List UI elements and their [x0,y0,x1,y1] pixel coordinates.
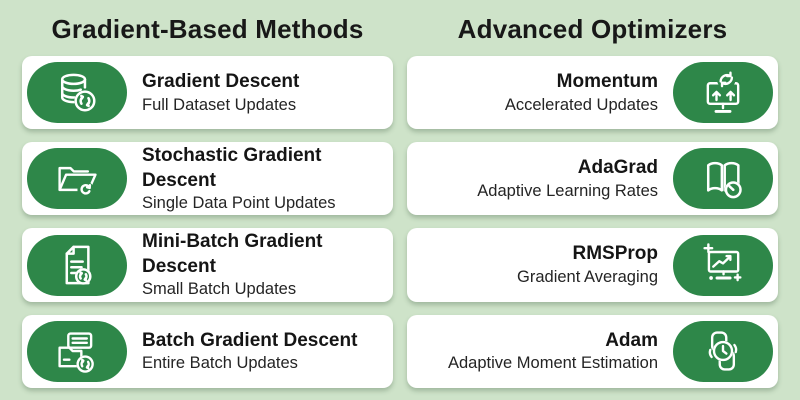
card-title: Gradient Descent [142,70,300,92]
card-title: Adam [605,329,658,351]
card-subtitle: Small Batch Updates [142,280,297,299]
card-subtitle: Accelerated Updates [504,95,658,114]
card-title: Stochastic Gradient Descent [142,144,322,191]
card-title: RMSProp [572,243,659,265]
card-list-right: Momentum Accelerated Updates [407,55,778,389]
card-stochastic-gradient-descent: Stochastic Gradient Descent Single Data … [22,142,393,216]
card-text: RMSProp Gradient Averaging [412,242,658,287]
card-subtitle: Adaptive Moment Estimation [447,354,658,373]
column-title-advanced-optimizers: Advanced Optimizers [457,14,728,44]
monitor-up-arrows-sync-icon [673,62,773,124]
book-gauge-icon [673,148,773,210]
card-title: Momentum [556,70,658,92]
monitor-chart-sparkle-icon [673,234,773,296]
column-title-gradient-based-methods: Gradient-Based Methods [51,14,364,44]
card-subtitle: Entire Batch Updates [142,354,298,373]
card-gradient-descent: Gradient Descent Full Dataset Updates [22,55,393,130]
card-text: AdaGrad Adaptive Learning Rates [412,156,658,201]
card-title: Mini-Batch Gradient Descent [142,231,323,277]
card-text: Adam Adaptive Moment Estimation [412,329,658,374]
card-adagrad: AdaGrad Adaptive Learning Rates [407,142,778,216]
card-batch-gradient-descent: Batch Gradient Descent Entire Batch Upda… [22,314,393,389]
column-advanced-optimizers: Advanced Optimizers [407,6,778,389]
card-subtitle: Full Dataset Updates [142,95,297,114]
card-subtitle: Gradient Averaging [517,268,658,287]
folder-open-sync-icon [27,148,127,210]
column-gradient-based-methods: Gradient-Based Methods [22,6,393,389]
card-text: Gradient Descent Full Dataset Updates [142,70,388,115]
card-subtitle: Single Data Point Updates [142,194,336,213]
card-rmsprop: RMSProp Gradient Averaging [407,228,778,302]
card-momentum: Momentum Accelerated Updates [407,55,778,130]
folder-files-sync-icon [27,320,127,382]
database-sync-icon [27,62,127,124]
card-adam: Adam Adaptive Moment Estimation [407,314,778,389]
document-sync-icon [27,234,127,296]
card-list-left: Gradient Descent Full Dataset Updates [22,55,393,389]
card-title: AdaGrad [577,157,658,179]
clock-refresh-cycle-icon [673,320,773,382]
card-text: Momentum Accelerated Updates [412,70,658,115]
card-mini-batch-gradient-descent: Mini-Batch Gradient Descent Small Batch … [22,228,393,302]
card-text: Stochastic Gradient Descent Single Data … [142,144,388,214]
card-subtitle: Adaptive Learning Rates [477,181,658,200]
card-text: Batch Gradient Descent Entire Batch Upda… [142,329,388,374]
card-title: Batch Gradient Descent [142,329,358,351]
card-text: Mini-Batch Gradient Descent Small Batch … [142,230,388,300]
